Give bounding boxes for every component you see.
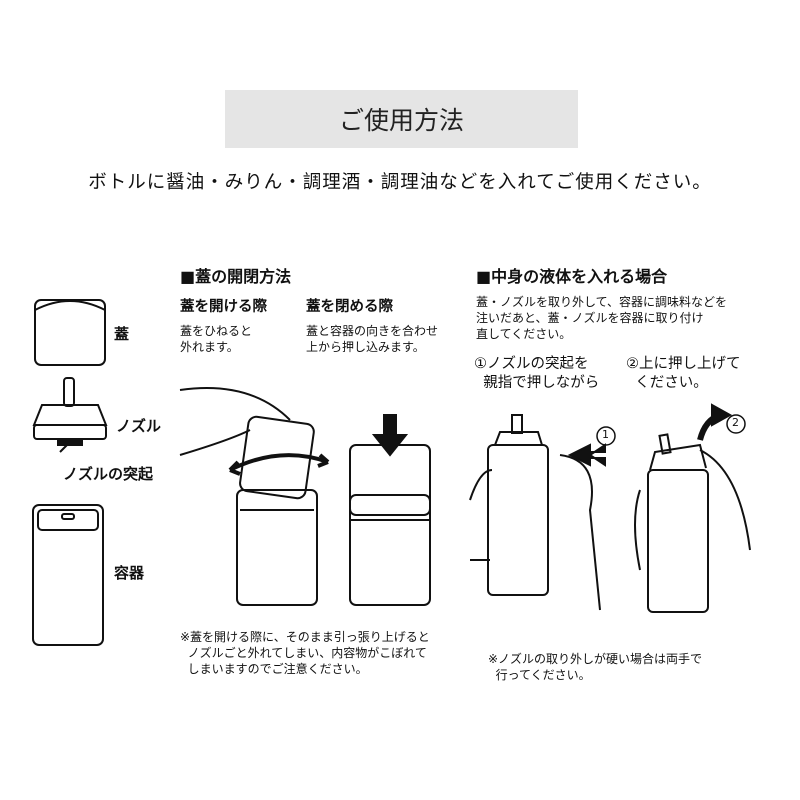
open-heading: 蓋を開ける際 bbox=[180, 299, 267, 315]
fill-section-heading: ■中身の液体を入れる場合 bbox=[476, 267, 668, 286]
fill-note: ※ノズルの取り外しが硬い場合は両手で 行ってください。 bbox=[488, 652, 703, 682]
step2-badge: 2 bbox=[732, 416, 739, 429]
close-heading: 蓋を閉める際 bbox=[306, 299, 393, 315]
lid-section-heading: ■蓋の開閉方法 bbox=[180, 267, 292, 286]
step1-illustration bbox=[469, 414, 616, 611]
open-text: 蓋をひねると外れます。 bbox=[180, 324, 253, 354]
step1-badge: 1 bbox=[602, 428, 609, 441]
page-title: ご使用方法 bbox=[225, 90, 578, 148]
label-container: 容器 bbox=[114, 564, 145, 582]
label-lid: 蓋 bbox=[114, 325, 130, 343]
fill-description: 蓋・ノズルを取り外して、容器に調味料などを注いだあと、蓋・ノズルを容器に取り付け… bbox=[476, 295, 728, 341]
label-nozzle-tab: ノズルの突起 bbox=[63, 465, 154, 483]
step1-text: ①ノズルの突起を 親指で押しながら bbox=[474, 356, 600, 391]
intro-text: ボトルに醤油・みりん・調理酒・調理油などを入れてご使用ください。 bbox=[88, 172, 712, 193]
container-illustration bbox=[32, 504, 104, 646]
step2-illustration bbox=[634, 403, 751, 613]
lid-note: ※蓋を開ける際に、そのまま引っ張り上げると ノズルごと外れてしまい、内容物がこぼ… bbox=[180, 630, 430, 676]
label-nozzle: ノズル bbox=[116, 417, 162, 435]
open-illustration bbox=[179, 387, 330, 606]
step2-text: ②上に押し上げて ください。 bbox=[626, 356, 741, 391]
close-text: 蓋と容器の向きを合わせ上から押し込みます。 bbox=[306, 324, 439, 354]
lid-illustration bbox=[34, 299, 106, 366]
close-illustration bbox=[349, 414, 431, 606]
nozzle-illustration bbox=[32, 377, 108, 453]
